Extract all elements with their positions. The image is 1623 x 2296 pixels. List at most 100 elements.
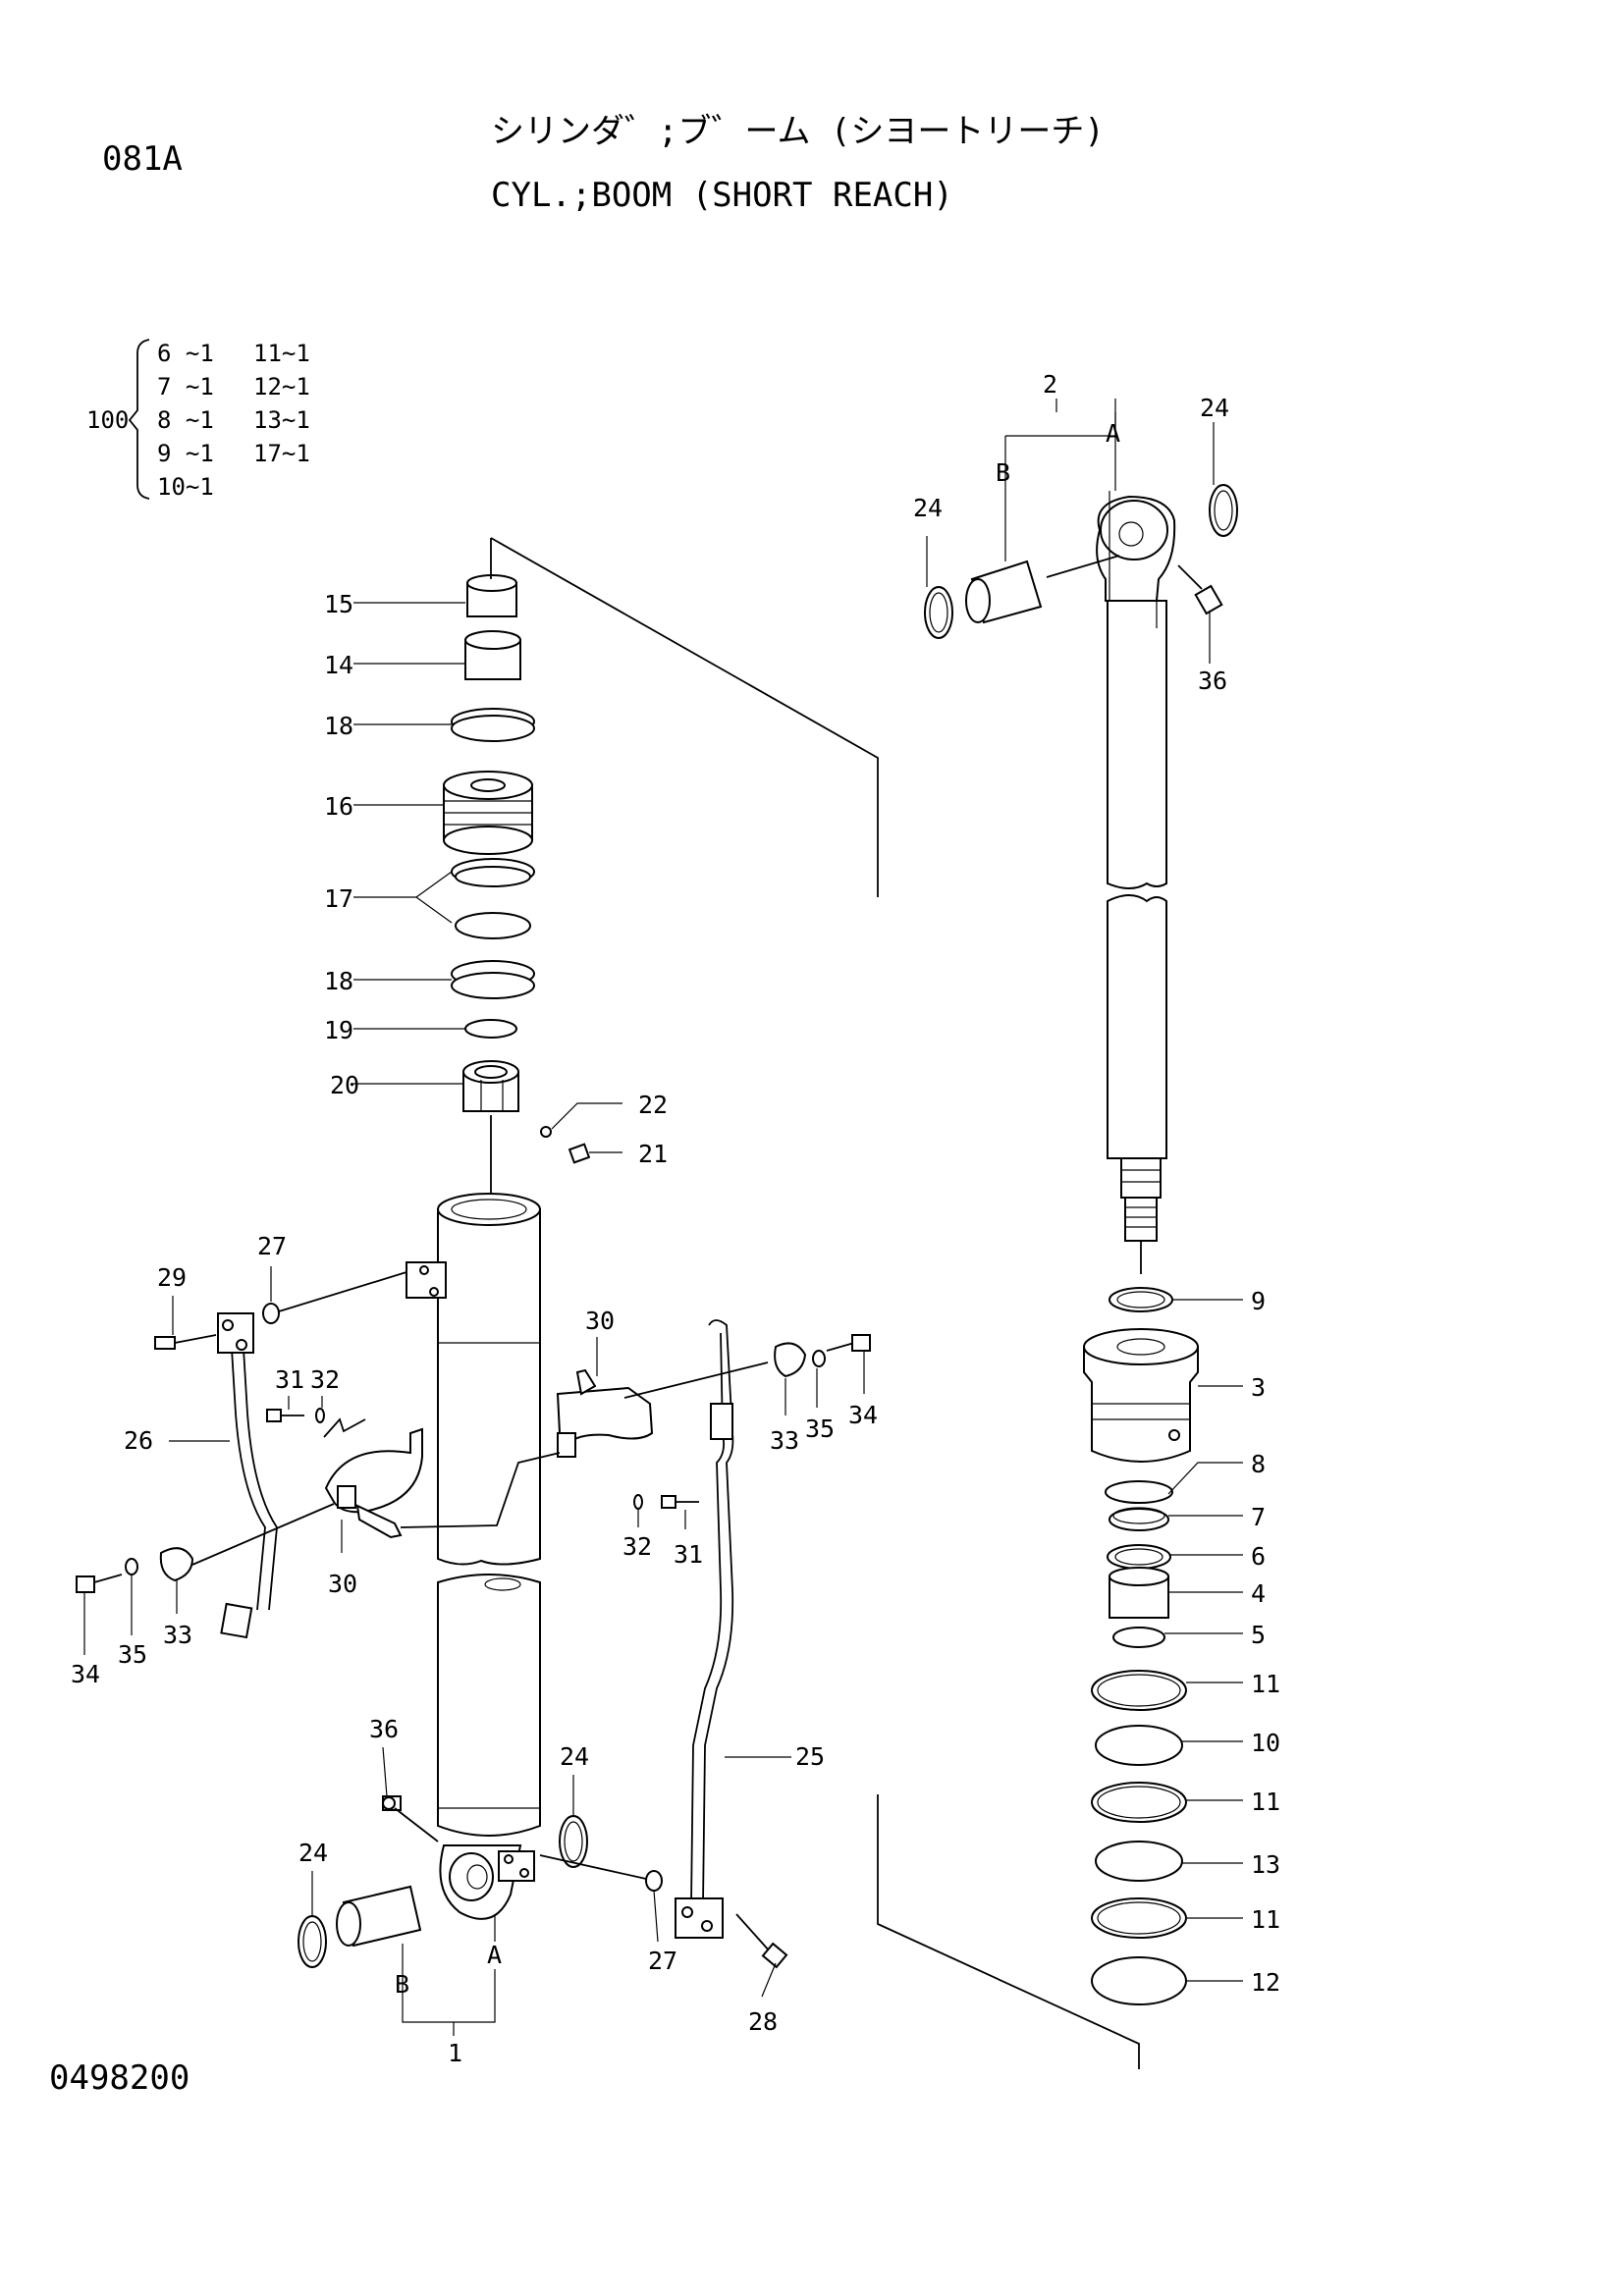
callout-1b: B xyxy=(395,1970,409,1999)
callout-19: 19 xyxy=(324,1016,353,1044)
kit-row-1-b: 11~1 xyxy=(253,340,310,367)
callout-18-lower: 18 xyxy=(324,967,353,995)
callout-36-upper: 36 xyxy=(1198,667,1227,695)
part-24-snap-ring-lower-right xyxy=(559,1815,588,1868)
part-25-pipe xyxy=(702,1319,734,1905)
kit-number: 100 xyxy=(86,406,129,434)
part-31-bolt-upper xyxy=(266,1409,304,1422)
kit-row-3-b: 13~1 xyxy=(253,406,310,434)
kit-row-1-a: 6 ~1 xyxy=(157,340,214,367)
callout-24-upper-left: 24 xyxy=(913,494,943,522)
part-34-bolt-right xyxy=(826,1334,871,1352)
part-24-snap-ring-lower-left xyxy=(298,1915,327,1968)
callout-24-upper-right: 24 xyxy=(1200,394,1229,422)
callout-30-left: 30 xyxy=(328,1570,357,1598)
callout-1: 1 xyxy=(448,2039,462,2067)
callout-5: 5 xyxy=(1251,1621,1266,1649)
part-20-nut xyxy=(462,1060,519,1112)
part-3-cylinder-head xyxy=(1083,1328,1199,1463)
callout-15: 15 xyxy=(324,590,353,618)
part-33-clamp-half-left xyxy=(159,1547,194,1582)
part-31-bolt-lower xyxy=(661,1495,699,1509)
callout-7: 7 xyxy=(1251,1503,1266,1531)
callout-22: 22 xyxy=(638,1091,668,1119)
assembly-line-lower xyxy=(877,1794,1140,2069)
kit-row-2-a: 7 ~1 xyxy=(157,373,214,400)
part-8-ring xyxy=(1105,1480,1173,1504)
callout-2: 2 xyxy=(1043,370,1057,399)
callout-13: 13 xyxy=(1251,1850,1280,1879)
part-17-seal-rings xyxy=(451,858,535,939)
kit-brace xyxy=(128,339,150,500)
callout-labels: 15 14 18 16 17 18 19 20 22 21 2 A B 24 2… xyxy=(71,370,1280,2067)
callout-24-lower-right: 24 xyxy=(560,1742,589,1771)
part-4-bushing xyxy=(1109,1567,1169,1619)
part-25-flange xyxy=(675,1897,724,1939)
part-26-flange xyxy=(217,1312,254,1354)
callout-18-upper: 18 xyxy=(324,712,353,740)
part-35-washer-right xyxy=(812,1350,826,1367)
part-30-clamp-right xyxy=(556,1368,654,1458)
callout-31-upper: 31 xyxy=(275,1365,304,1394)
part-30-clamp-left xyxy=(324,1427,423,1539)
callout-2a: A xyxy=(1106,419,1120,448)
callout-16: 16 xyxy=(324,792,353,821)
callout-35-left: 35 xyxy=(118,1640,147,1669)
callout-12: 12 xyxy=(1251,1968,1280,1997)
part-14-bushing xyxy=(464,630,521,680)
part-36-grease-fitting-lower xyxy=(382,1795,402,1811)
callout-25: 25 xyxy=(795,1742,825,1771)
callout-32-upper: 32 xyxy=(310,1365,340,1394)
part-11-ring-2 xyxy=(1091,1782,1187,1823)
callout-32-lower: 32 xyxy=(622,1532,652,1561)
callout-20: 20 xyxy=(330,1071,359,1099)
callout-14: 14 xyxy=(324,651,353,679)
title-english: CYL.;BOOM (SHORT REACH) xyxy=(491,176,953,215)
cylinder-tube xyxy=(382,1193,541,1920)
callout-8: 8 xyxy=(1251,1450,1266,1478)
callout-33-right: 33 xyxy=(770,1426,799,1455)
piston-stack xyxy=(443,574,591,1196)
part-15-bushing xyxy=(466,574,517,617)
kit-list: 100 6 ~1 11~1 7 ~1 12~1 8 ~1 13~1 9 ~1 1… xyxy=(86,339,310,501)
kit-row-4-a: 9 ~1 xyxy=(157,440,214,467)
part-29-bolt xyxy=(154,1334,217,1350)
leader-lines xyxy=(83,399,1243,2036)
part-1b-bushing xyxy=(336,1885,422,1948)
part-32-washer-upper xyxy=(315,1408,325,1423)
part-19-ring xyxy=(464,1019,517,1039)
part-2b-bushing xyxy=(965,560,1043,624)
callout-11-b: 11 xyxy=(1251,1788,1280,1816)
callout-4: 4 xyxy=(1251,1579,1266,1608)
callout-27-lower: 27 xyxy=(648,1947,677,1975)
callout-34-left: 34 xyxy=(71,1660,100,1688)
part-10-ring xyxy=(1095,1725,1183,1766)
part-32-washer-lower xyxy=(633,1494,643,1510)
callout-11-c: 11 xyxy=(1251,1905,1280,1934)
callout-34-right: 34 xyxy=(848,1401,878,1429)
callout-9: 9 xyxy=(1251,1287,1266,1315)
kit-row-5-a: 10~1 xyxy=(157,473,214,501)
part-24-snap-ring-upper-right xyxy=(1209,484,1238,537)
part-22-ball xyxy=(540,1126,552,1138)
callout-24-lower-left: 24 xyxy=(298,1839,328,1867)
callout-33-left: 33 xyxy=(163,1621,192,1649)
callout-21: 21 xyxy=(638,1140,668,1168)
callout-28: 28 xyxy=(748,2007,778,2036)
part-11-ring-3 xyxy=(1091,1897,1187,1939)
callout-27-upper: 27 xyxy=(257,1232,287,1260)
callout-6: 6 xyxy=(1251,1542,1266,1571)
callout-26: 26 xyxy=(124,1426,153,1455)
part-24-snap-ring-upper-left xyxy=(924,586,953,639)
part-21-set-screw xyxy=(568,1143,591,1164)
part-26-pipe xyxy=(231,1348,266,1611)
rod-assembly xyxy=(1096,495,1176,1274)
title-japanese: シリンダ゛;ブ゛ーム (シヨートリーチ) xyxy=(491,112,1105,151)
part-27-o-ring-upper xyxy=(262,1303,280,1324)
part-18-wear-ring-lower xyxy=(451,960,535,999)
part-7-ring xyxy=(1109,1508,1169,1531)
callout-31-lower: 31 xyxy=(674,1540,703,1569)
part-34-bolt-left xyxy=(76,1574,123,1593)
part-36-grease-fitting-upper xyxy=(1177,564,1223,615)
callout-1a: A xyxy=(487,1941,502,1969)
